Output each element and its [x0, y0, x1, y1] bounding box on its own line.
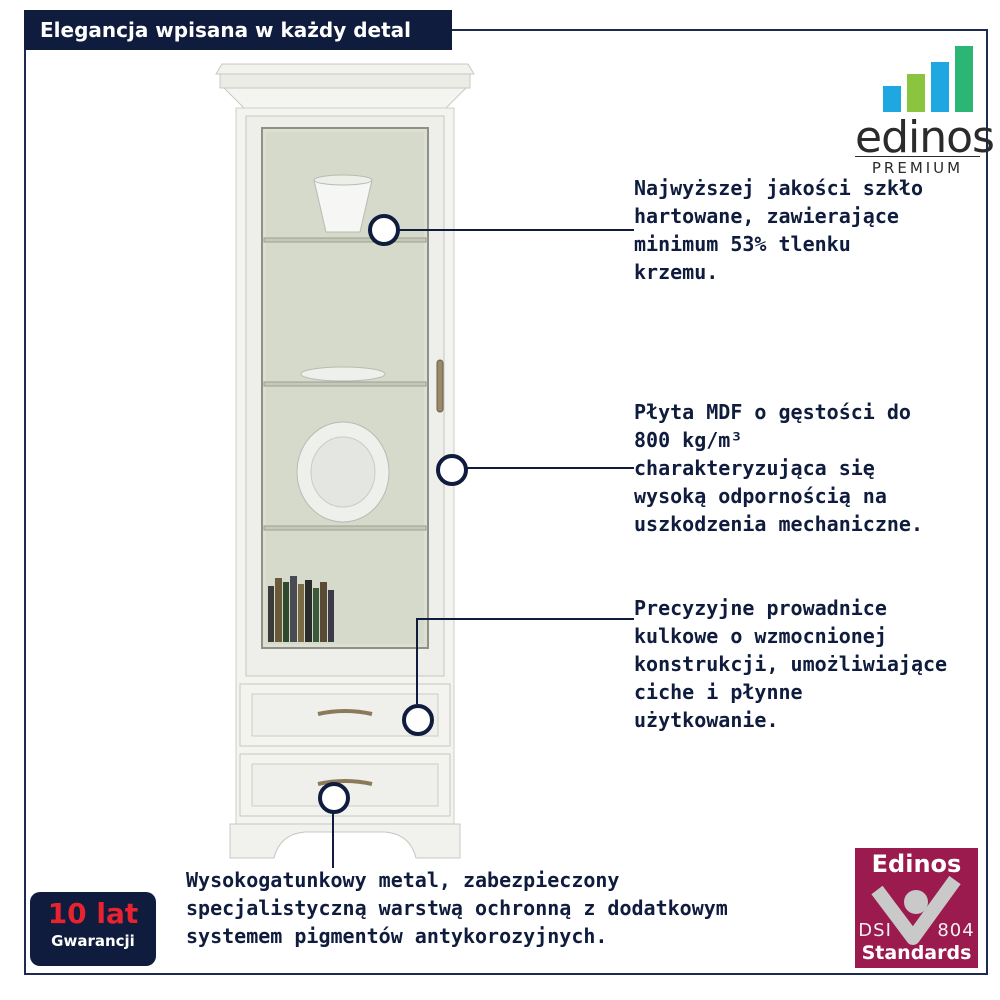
cabinet-crown-band: [219, 73, 471, 89]
drawer-2-handle: [317, 779, 373, 786]
hotspot-glass[interactable]: [368, 214, 400, 246]
standards-badge: Edinos DSI 804 Standards: [855, 848, 978, 968]
leader-line-mdf: [466, 467, 634, 469]
leader-line-metal: [332, 810, 334, 868]
standards-code-right: 804: [937, 920, 975, 941]
logo-bar-4: [955, 46, 973, 112]
feature-glass: Najwyższej jakości szkło hartowane, zawi…: [634, 176, 923, 284]
edinos-logo: edinos PREMIUM: [855, 40, 995, 180]
hotspot-slides[interactable]: [402, 704, 434, 736]
logo-bar-1: [883, 86, 901, 112]
logo-bar-2: [907, 74, 925, 112]
door-handle: [436, 359, 444, 413]
drawer-1-handle: [317, 709, 373, 716]
standards-code: DSI 804: [855, 920, 978, 941]
book-2: [275, 578, 282, 642]
plate-standing-inner: [310, 436, 376, 508]
warranty-badge: 10 lat Gwarancji: [30, 892, 156, 966]
shelf-1: [263, 237, 427, 243]
frame-top: [452, 29, 988, 31]
frame-left: [24, 50, 26, 975]
cabinet-base: [229, 823, 461, 859]
shelf-3: [263, 525, 427, 531]
hotspot-mdf[interactable]: [436, 454, 468, 486]
feature-slides: Precyzyjne prowadnice kulkowe o wzmocnio…: [634, 596, 948, 732]
book-7: [313, 588, 319, 642]
standards-title: Edinos: [871, 850, 962, 878]
feature-metal: Wysokogatunkowy metal, zabezpieczony spe…: [186, 868, 728, 948]
book-6: [305, 580, 312, 642]
leader-line-slides-h: [416, 618, 634, 620]
frame-right: [986, 29, 988, 975]
brand-tagline: PREMIUM: [855, 156, 980, 177]
standards-code-left: DSI: [858, 920, 892, 941]
hotspot-metal[interactable]: [318, 782, 350, 814]
book-8: [320, 582, 327, 642]
logo-bar-3: [931, 62, 949, 112]
cabinet-crown: [215, 63, 475, 75]
book-4: [290, 576, 297, 642]
leader-line-slides-v: [416, 618, 418, 704]
page-title: Elegancja wpisana w każdy detal: [24, 10, 452, 50]
feature-mdf: Płyta MDF o gęstości do 800 kg/m³ charak…: [634, 400, 923, 536]
checkmark-icon: [871, 876, 961, 945]
cabinet-cornice: [222, 87, 468, 109]
shelf-2: [263, 381, 427, 387]
bowl-rim: [313, 174, 373, 186]
frame-bottom: [24, 973, 988, 975]
leader-line-glass: [398, 229, 634, 231]
book-5: [298, 584, 304, 642]
brand-name: edinos: [855, 112, 995, 163]
warranty-years: 10 lat: [47, 897, 139, 930]
book-1: [268, 586, 274, 642]
book-3: [283, 582, 289, 642]
standards-footer: Standards: [861, 942, 972, 964]
plate-stack: [300, 366, 386, 382]
warranty-label: Gwarancji: [51, 932, 135, 950]
book-9: [328, 590, 334, 642]
cabinet-illustration: [215, 63, 475, 859]
